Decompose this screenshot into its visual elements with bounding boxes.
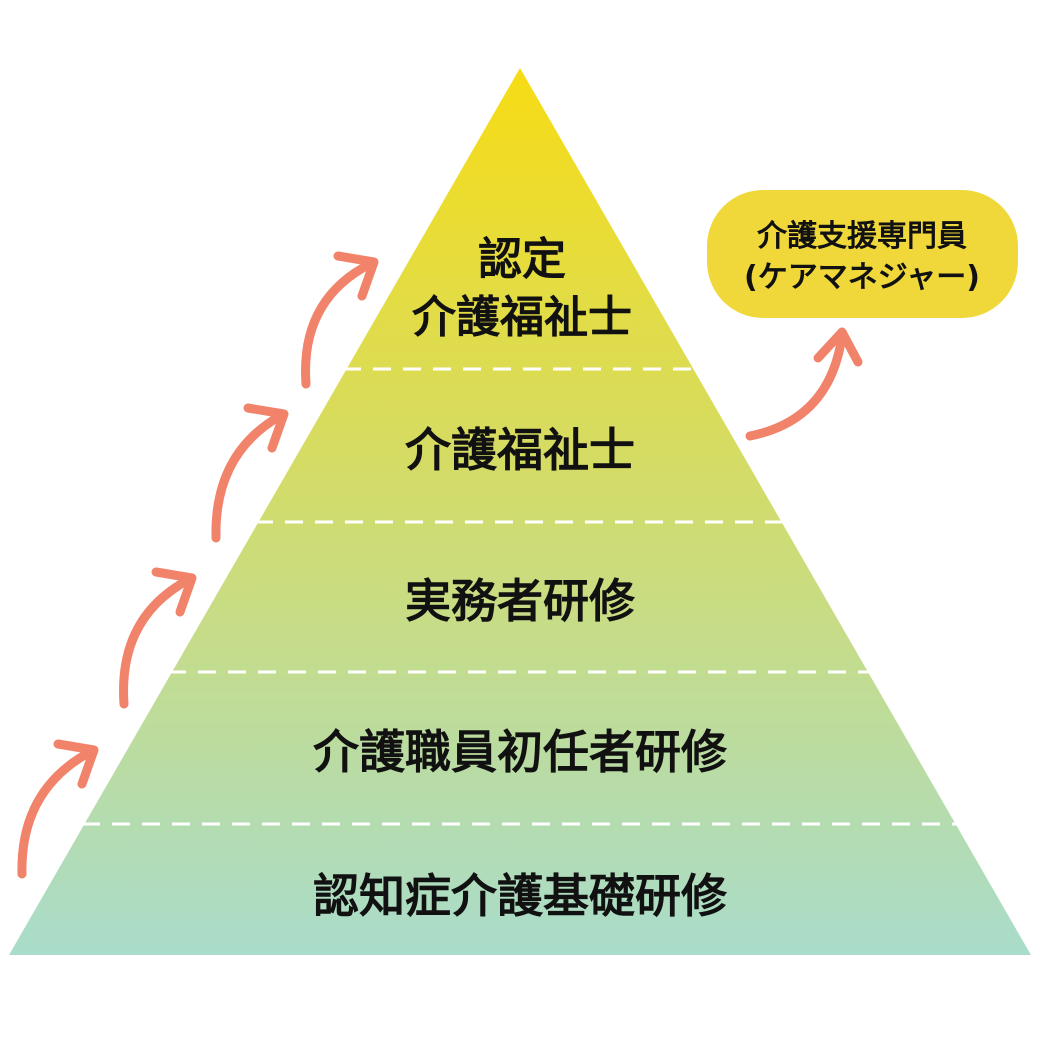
step-arrow-4: [301, 251, 379, 389]
callout-background: [707, 190, 1018, 318]
care-manager-callout: 介護支援専門員 (ケアマネジャー): [707, 190, 1018, 318]
step-arrow-2: [119, 567, 197, 709]
pyramid-shape: [9, 68, 1031, 955]
level-2-label: 介護福祉士: [405, 423, 635, 477]
level-1-line-2: 介護福祉士: [412, 292, 632, 343]
callout-line-2: (ケアマネジャー): [744, 260, 980, 295]
level-5-label: 認知症介護基礎研修: [313, 869, 728, 923]
level-3-label: 実務者研修: [405, 574, 636, 628]
step-arrows: [17, 251, 379, 879]
callout-line-1: 介護支援専門員: [756, 219, 967, 254]
level-1-line-1: 認定: [478, 234, 566, 285]
step-arrow-1: [17, 739, 99, 879]
step-arrow-3: [211, 403, 289, 543]
level-4-label: 介護職員初任者研修: [313, 725, 728, 779]
callout-arrow: [745, 327, 863, 441]
level-labels: 認定 介護福祉士 介護福祉士 実務者研修 介護職員初任者研修 認知症介護基礎研修: [313, 234, 728, 923]
level-dividers: [82, 367, 958, 826]
